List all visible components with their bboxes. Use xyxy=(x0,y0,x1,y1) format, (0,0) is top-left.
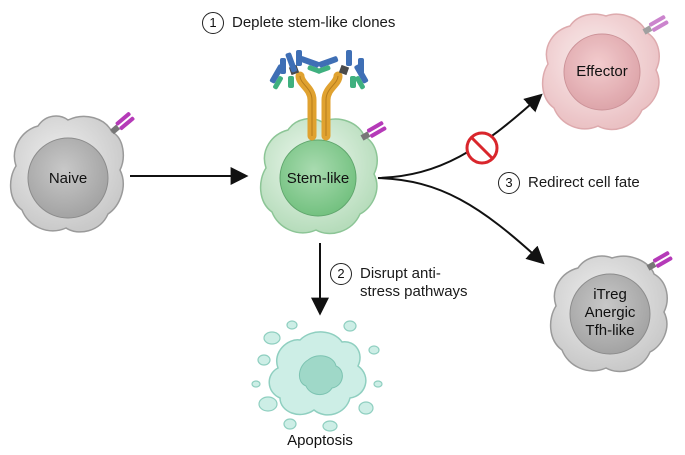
step-2-number: 2 xyxy=(330,263,352,285)
naive-cell-label: Naive xyxy=(48,170,88,187)
step-3-number: 3 xyxy=(498,172,520,194)
fate-line-itreg: iTreg xyxy=(593,286,627,303)
apoptosis-label: Apoptosis xyxy=(287,432,353,449)
step-2-label: Disrupt anti- stress pathways xyxy=(360,265,468,301)
effector-cell xyxy=(541,13,669,131)
tcr-icon xyxy=(110,112,135,135)
fate-line-anergic: Anergic xyxy=(584,304,636,321)
step-2-line-1: Disrupt anti- xyxy=(360,265,441,282)
fate-line-tfh: Tfh-like xyxy=(585,322,635,339)
effector-cell-label: Effector xyxy=(576,63,628,80)
stem-like-cell-label: Stem-like xyxy=(286,170,350,187)
tcr-icon xyxy=(642,15,669,35)
alternative-fate-cell xyxy=(549,251,673,373)
tcr-icon xyxy=(360,121,387,141)
fate-cell-label: iTreg Anergic Tfh-like xyxy=(570,286,650,340)
antibody-icon xyxy=(269,50,369,141)
stem-to-effector-arrow xyxy=(377,93,543,179)
step-3-label: Redirect cell fate xyxy=(528,174,640,191)
step-1-number: 1 xyxy=(202,12,224,34)
stem-like-cell xyxy=(259,117,387,235)
step-1-label: Deplete stem-like clones xyxy=(232,14,396,31)
naive-cell xyxy=(9,112,135,233)
apoptosis-fragments xyxy=(251,320,383,432)
inhibit-icon xyxy=(465,131,499,165)
step-2-line-2: stress pathways xyxy=(360,283,468,300)
tcr-icon xyxy=(646,251,673,271)
stem-to-fate-arrow xyxy=(377,177,545,265)
